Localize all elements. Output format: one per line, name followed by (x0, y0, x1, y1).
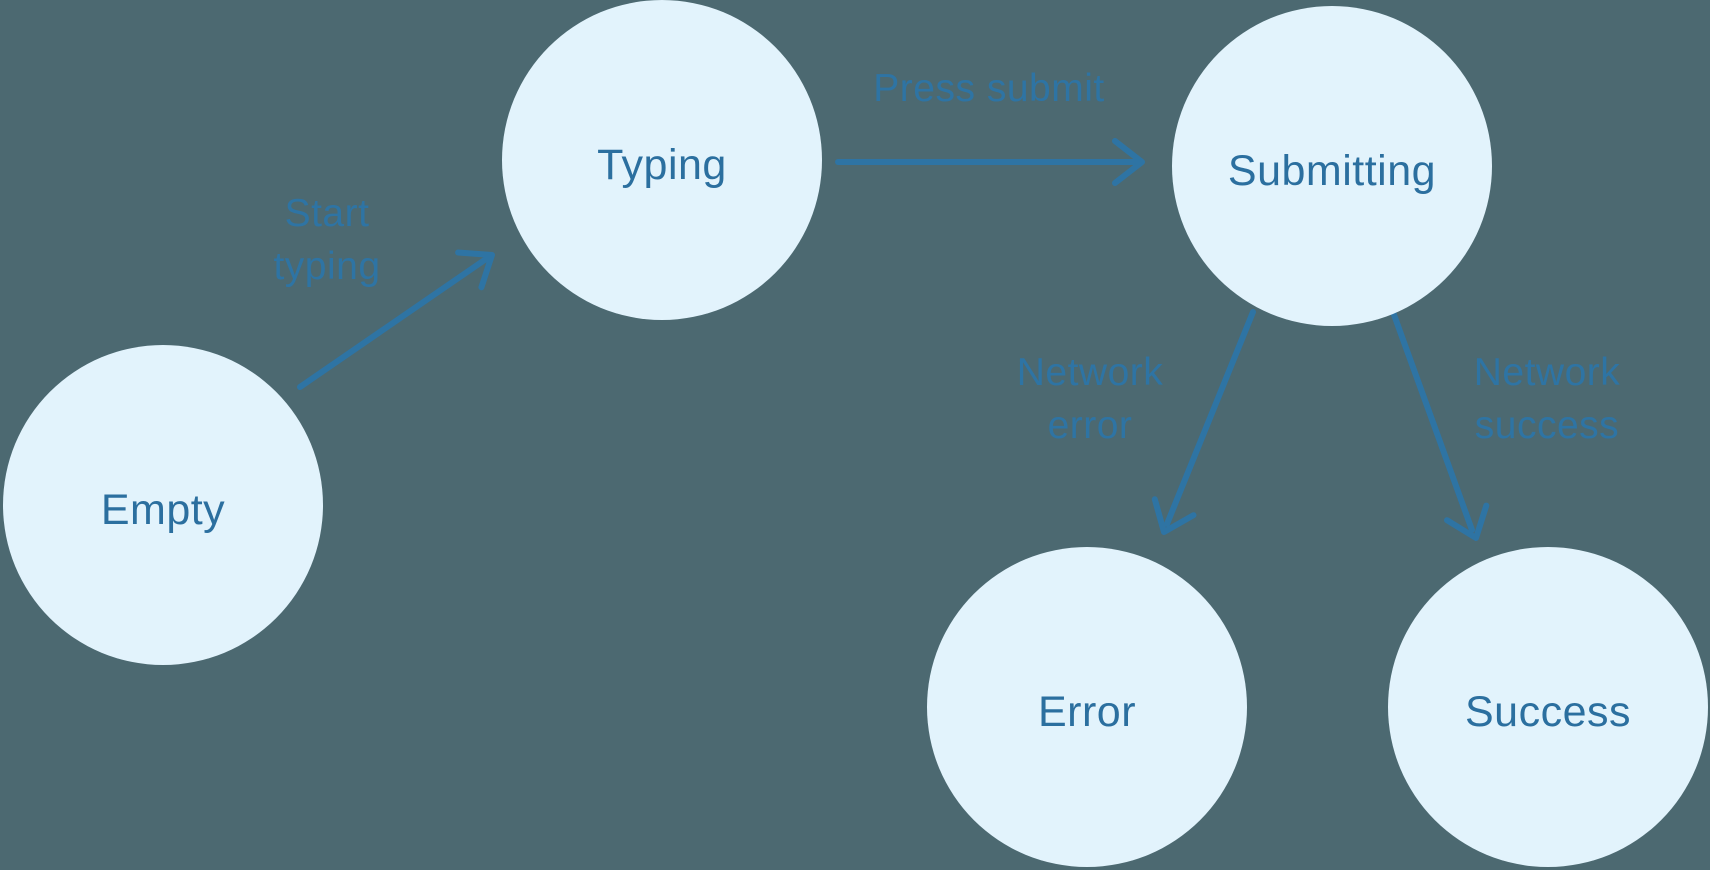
node-error-label: Error (1037, 687, 1137, 736)
node-success-label: Success (1464, 687, 1631, 736)
node-empty: Empty (3, 345, 323, 665)
edge-label-press-submit: Press submit (873, 67, 1105, 110)
node-submitting-label: Submitting (1227, 146, 1437, 195)
node-typing-label: Typing (597, 140, 727, 189)
edge-label-network-error: Network error (1016, 351, 1164, 447)
edge-typing-to-submitting-arrow (835, 138, 1145, 186)
edge-label-network-success: Network success (1473, 351, 1621, 447)
node-submitting: Submitting (1172, 6, 1492, 326)
edge-submitting-to-error-arrowhead-icon (1151, 496, 1197, 535)
node-empty-label: Empty (100, 485, 226, 534)
node-typing: Typing (502, 0, 822, 320)
node-success: Success (1388, 547, 1708, 867)
edge-submitting-to-success-arrowhead-icon (1444, 502, 1490, 541)
edge-empty-to-typing-arrowhead-icon (455, 249, 495, 291)
edge-label-start-typing: Start typing (273, 192, 381, 288)
node-error: Error (927, 547, 1247, 867)
edge-typing-to-submitting-arrowhead-icon (1112, 138, 1145, 186)
